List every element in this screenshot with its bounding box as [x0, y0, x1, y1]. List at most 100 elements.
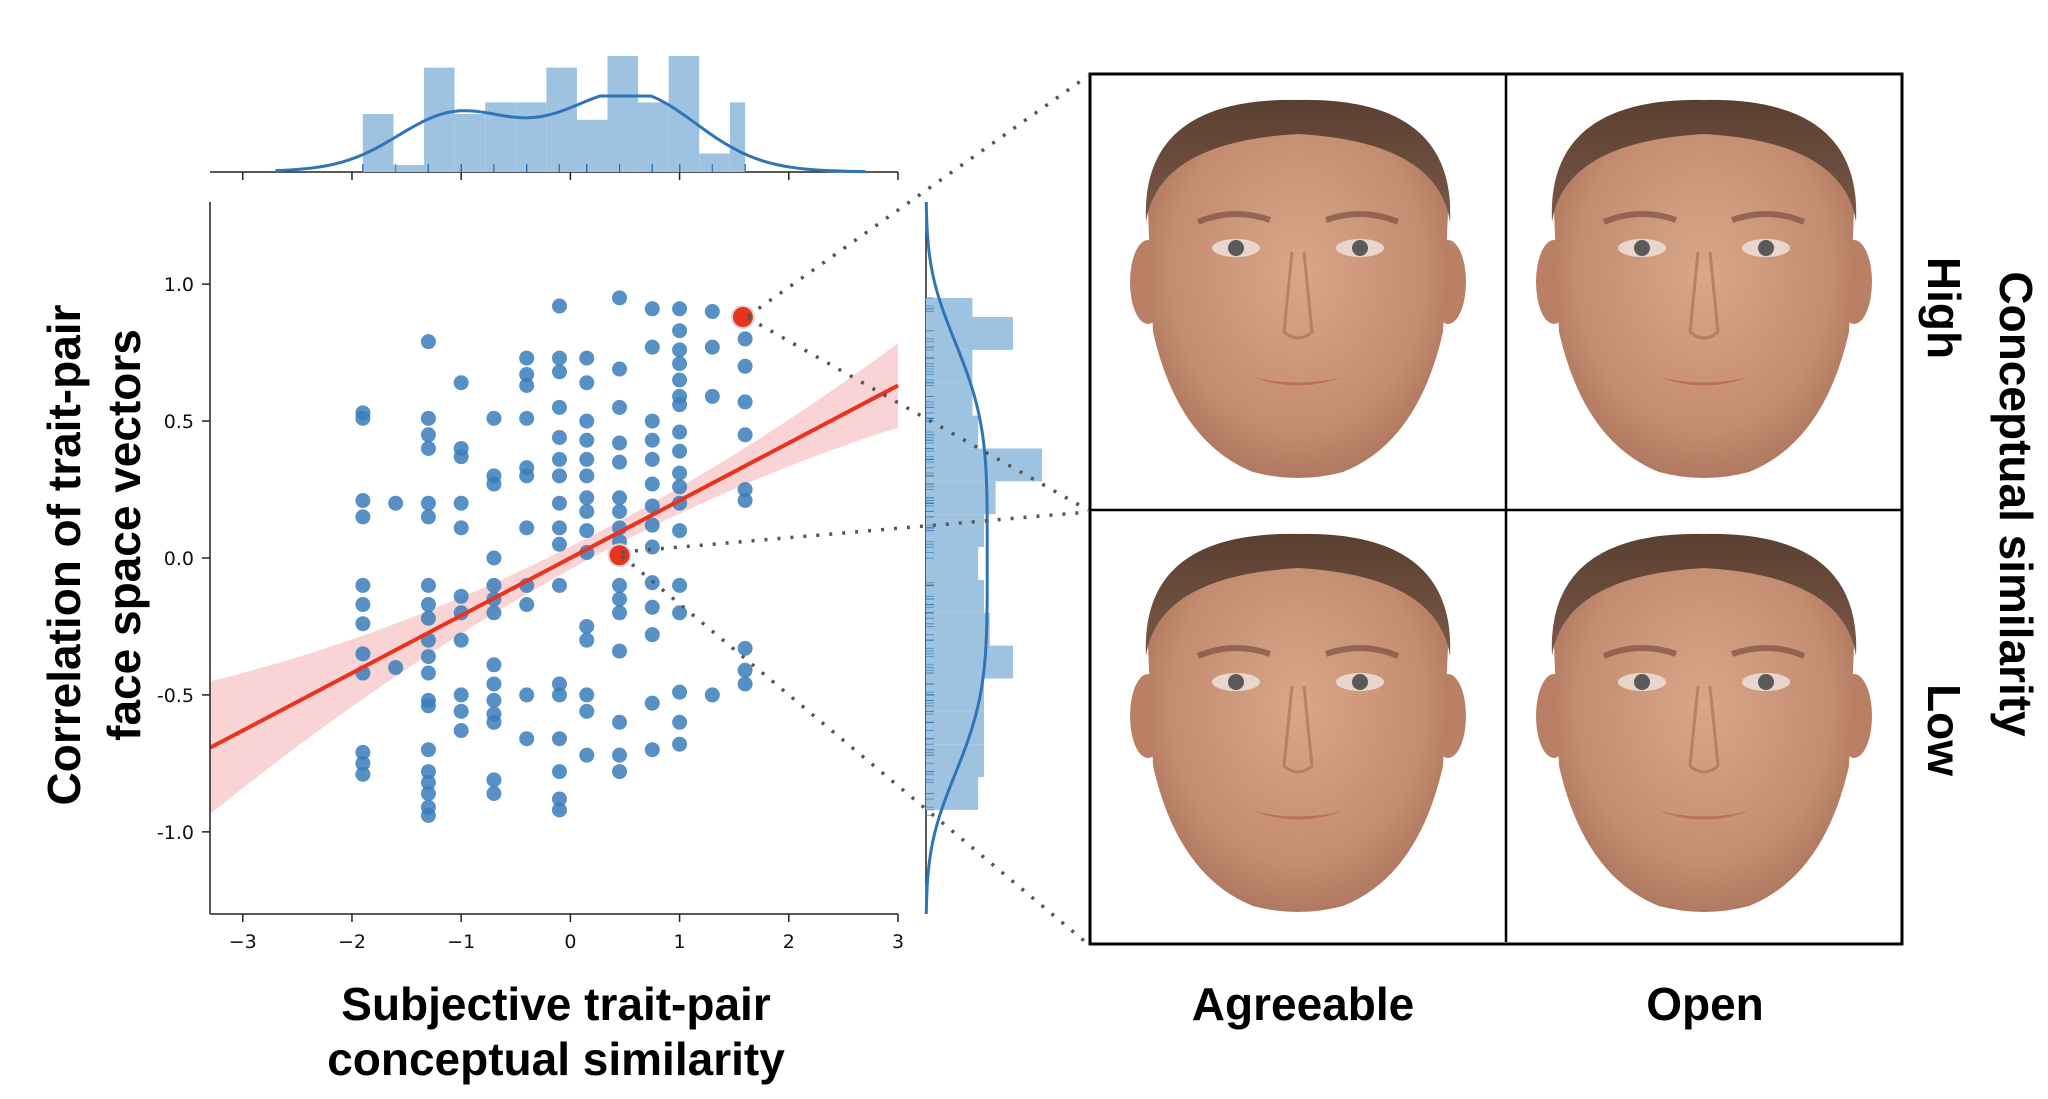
scatter-point — [420, 440, 436, 456]
scatter-point — [355, 646, 371, 662]
connector-line-low-top — [621, 510, 1089, 554]
scatter-point — [519, 687, 535, 703]
scatter-point — [519, 367, 535, 383]
y-hist-bar — [926, 415, 979, 449]
scatter-point — [612, 399, 628, 415]
scatter-point — [388, 660, 404, 676]
scatter-point — [519, 597, 535, 613]
scatter-point — [737, 427, 753, 443]
scatter-point — [737, 676, 753, 692]
scatter-point — [420, 665, 436, 681]
scatter-point — [420, 742, 436, 758]
scatter-point — [644, 695, 660, 711]
scatter-point — [737, 394, 753, 410]
scatter-point — [486, 410, 502, 426]
scatter-point — [355, 616, 371, 632]
x-hist-bar — [576, 119, 608, 172]
scatter-point — [486, 714, 502, 730]
face-open-low — [1536, 533, 1872, 912]
x-marginal-histogram — [210, 56, 899, 180]
y-kde-curve — [924, 201, 989, 915]
scatter-point — [453, 723, 469, 739]
scatter-point — [672, 443, 688, 459]
scatter-point — [704, 687, 720, 703]
y-hist-bar — [926, 547, 979, 580]
scatter-point — [672, 397, 688, 413]
scatter-point — [612, 591, 628, 607]
scatter-point — [420, 410, 436, 426]
x-hist-bar — [393, 165, 425, 172]
y-tick-label: -1.0 — [157, 822, 194, 844]
scatter-point — [420, 764, 436, 780]
scatter-point — [355, 744, 371, 760]
x-hist-bar — [699, 153, 730, 172]
scatter-point — [420, 495, 436, 511]
scatter-point — [672, 424, 688, 440]
regression-line-path — [209, 383, 899, 750]
scatter-point — [579, 523, 595, 539]
scatter-point — [486, 772, 502, 788]
scatter-point — [551, 802, 567, 818]
x-kde-curve — [275, 94, 866, 174]
y-hist-bar — [926, 382, 973, 416]
scatter-point — [644, 476, 660, 492]
scatter-point — [355, 766, 371, 782]
scatter-point — [612, 643, 628, 659]
connector-lines — [620, 74, 1090, 946]
scatter-point — [355, 509, 371, 525]
scatter-point — [420, 427, 436, 443]
scatter-point — [519, 377, 535, 393]
scatter-point — [672, 323, 688, 339]
x-tick-label: 3 — [892, 931, 904, 953]
y-tick-label: -0.5 — [157, 685, 194, 707]
row-axis-title: Conceptual similarity — [1990, 271, 2042, 737]
scatter-point — [579, 503, 595, 519]
scatter-point — [644, 517, 660, 533]
scatter-point — [644, 451, 660, 467]
scatter-point — [612, 435, 628, 451]
scatter-point — [644, 432, 660, 448]
scatter-point — [486, 605, 502, 621]
scatter-point — [579, 350, 595, 366]
scatter-point — [672, 372, 688, 388]
column-label-open: Open — [1646, 978, 1764, 1030]
scatter-point — [551, 399, 567, 415]
scatter-point — [672, 714, 688, 730]
scatter-point — [579, 747, 595, 763]
x-hist-bar — [546, 67, 577, 172]
y-axis-title-line-2: face space vectors — [98, 329, 150, 741]
scatter-point — [612, 454, 628, 470]
scatter-point — [519, 731, 535, 747]
scatter-point — [579, 703, 595, 719]
y-marginal-histogram — [924, 201, 1042, 915]
scatter-point — [579, 618, 595, 634]
y-axis-title-line-1: Correlation of trait-pair — [38, 304, 90, 805]
scatter-point — [551, 364, 567, 380]
scatter-point — [420, 786, 436, 802]
scatter-point — [672, 356, 688, 372]
scatter-point — [420, 610, 436, 626]
scatter-point — [355, 755, 371, 771]
scatter-point — [453, 588, 469, 604]
scatter-point — [420, 775, 436, 791]
x-hist-bar — [454, 114, 486, 172]
scatter-point — [551, 430, 567, 446]
y-hist-bar — [926, 645, 1013, 679]
x-tick-label: 1 — [674, 931, 686, 953]
scatter-point — [453, 495, 469, 511]
connector-line-low-bottom — [620, 554, 1090, 946]
y-hist-bar — [926, 481, 996, 515]
scatter-point — [579, 687, 595, 703]
scatter-point — [737, 482, 753, 498]
scatter-point — [612, 361, 628, 377]
y-hist-bar — [926, 317, 1013, 350]
scatter-point — [612, 764, 628, 780]
scatter-point — [519, 468, 535, 484]
face-agreeable-low — [1130, 533, 1466, 912]
y-hist-bar — [926, 612, 990, 646]
scatter-point — [704, 388, 720, 404]
y-tick-label: 1.0 — [164, 274, 194, 296]
scatter-point — [612, 490, 628, 506]
scatter-point — [644, 539, 660, 555]
